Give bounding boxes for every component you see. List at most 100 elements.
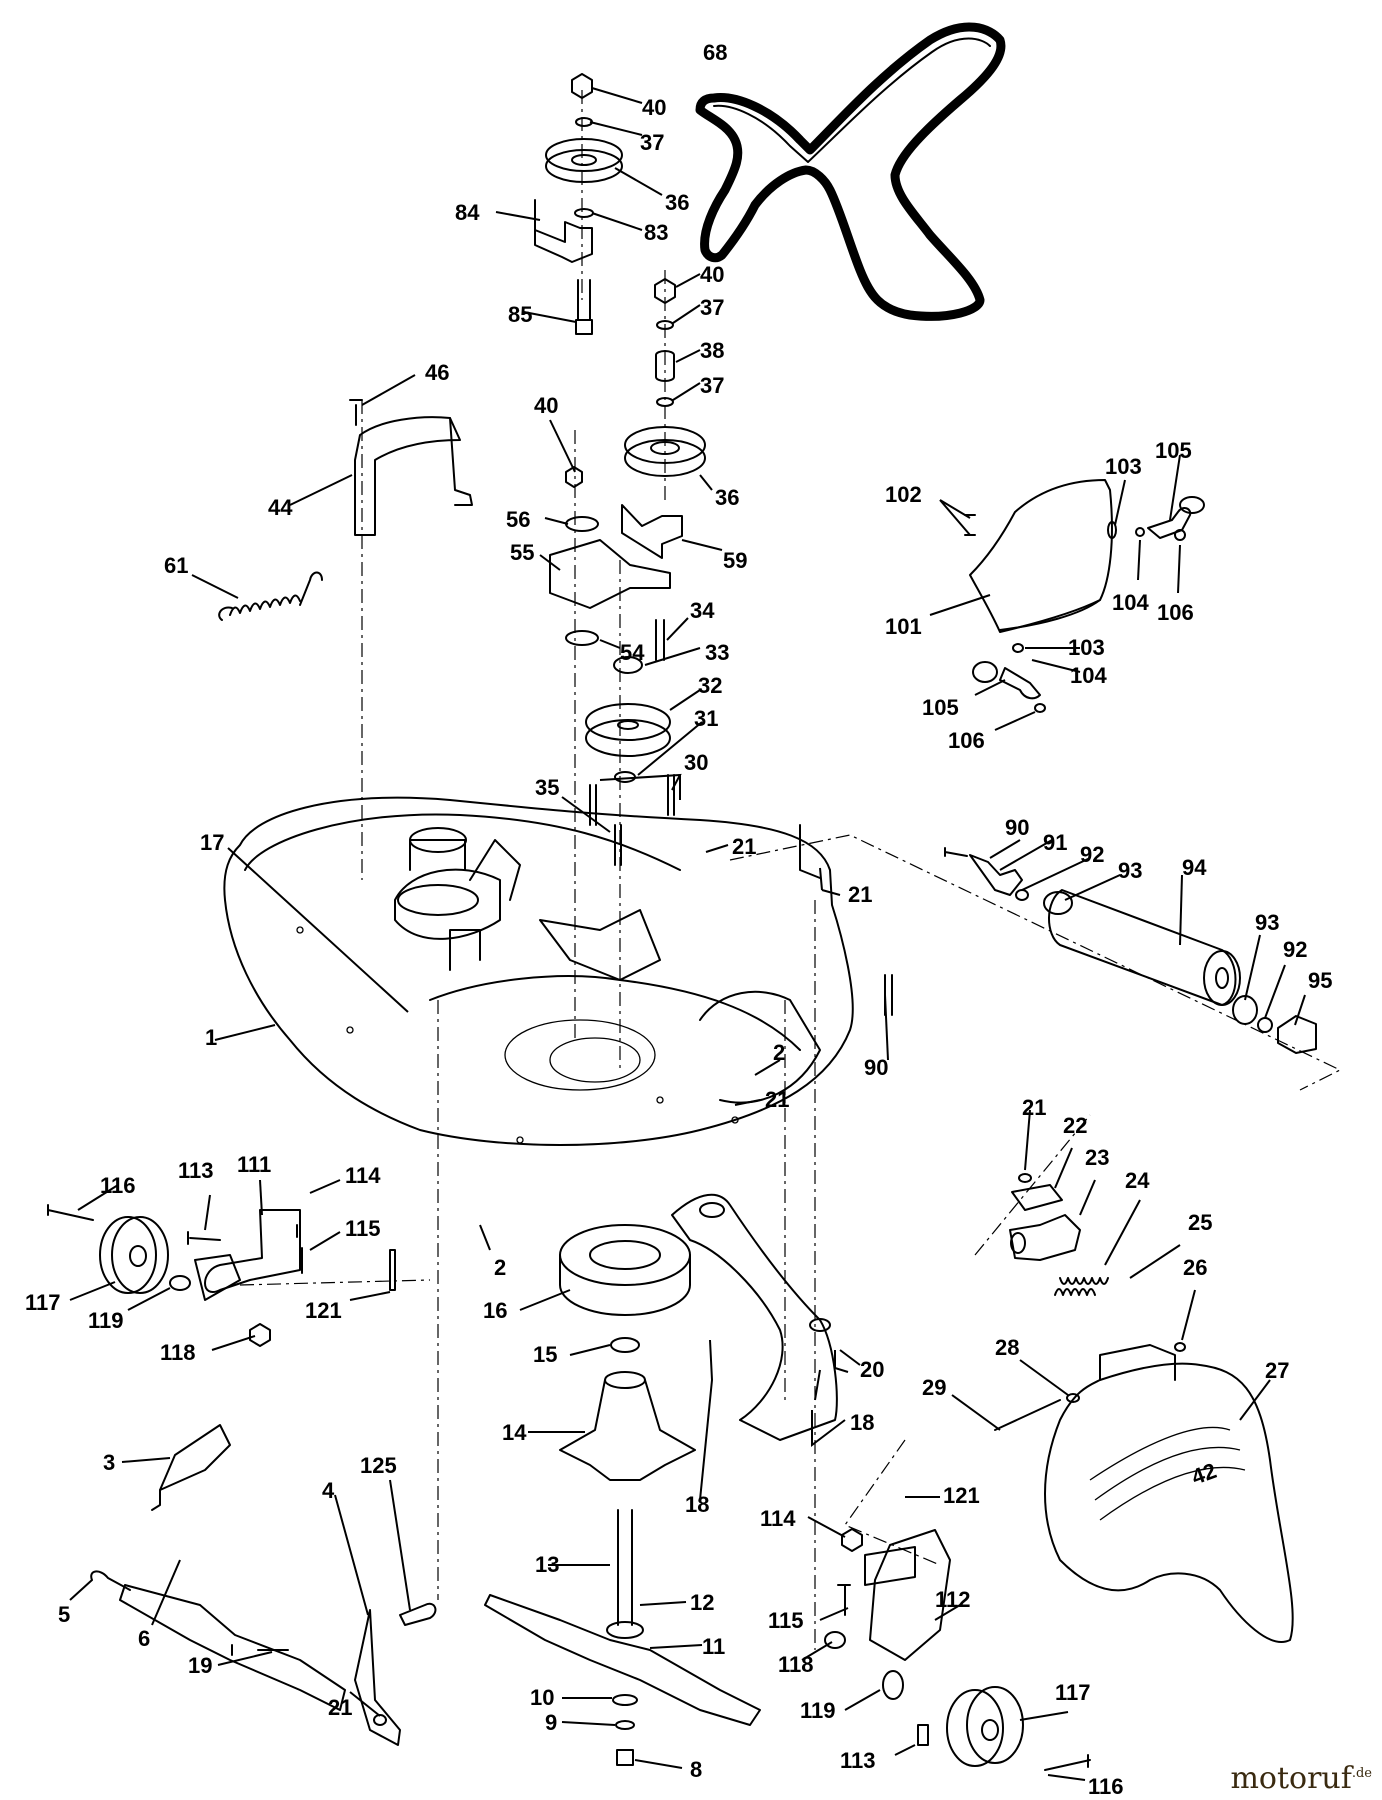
grass-deflector-101	[964, 479, 1205, 713]
idler-pulley-stack-second	[621, 278, 706, 559]
part-label-111: 111	[237, 1152, 271, 1177]
part-label-40: 40	[534, 393, 558, 418]
part-label-6: 6	[138, 1626, 150, 1651]
part-label-17: 17	[200, 830, 224, 855]
part-label-115: 115	[768, 1608, 804, 1633]
part-label-40: 40	[700, 262, 724, 287]
part-label-54: 54	[620, 640, 645, 665]
part-label-23: 23	[1085, 1145, 1109, 1170]
part-label-90: 90	[1005, 815, 1029, 840]
part-label-83: 83	[644, 220, 668, 245]
part-label-91: 91	[1043, 830, 1067, 855]
part-label-25: 25	[1188, 1210, 1212, 1235]
part-label-114: 114	[760, 1506, 796, 1531]
chute-size-badge: 42	[1188, 1458, 1220, 1490]
part-label-27: 27	[1265, 1358, 1289, 1383]
part-label-29: 29	[922, 1375, 946, 1400]
part-label-68: 68	[703, 40, 727, 65]
part-labels: 1 2 2 3 4 5 6 8 9 10 11 12 13 14 15 16 1…	[25, 40, 1332, 1799]
part-label-61: 61	[164, 553, 188, 578]
spring-61	[218, 571, 323, 621]
part-label-4: 4	[322, 1478, 335, 1503]
chute-bracket-assembly	[994, 1173, 1186, 1431]
belt-keeper-20	[671, 1193, 838, 1441]
part-label-117: 117	[1055, 1680, 1091, 1705]
part-label-21: 21	[765, 1087, 789, 1112]
part-label-115: 115	[345, 1216, 381, 1241]
part-label-103: 103	[1068, 635, 1105, 660]
part-label-16: 16	[483, 1298, 507, 1323]
spindle-assembly-14	[484, 1224, 761, 1766]
part-label-5: 5	[58, 1602, 70, 1627]
part-label-102: 102	[885, 482, 922, 507]
part-label-32: 32	[698, 673, 722, 698]
watermark-tld: .de	[1351, 1766, 1372, 1781]
part-label-21: 21	[328, 1695, 352, 1720]
part-label-105: 105	[1155, 438, 1192, 463]
part-label-59: 59	[723, 548, 747, 573]
part-label-55: 55	[510, 540, 534, 565]
part-label-11: 11	[702, 1634, 725, 1659]
part-label-85: 85	[508, 302, 532, 327]
watermark-brand: motoruf	[1230, 1761, 1352, 1796]
part-label-112: 112	[935, 1587, 971, 1612]
part-label-40: 40	[642, 95, 666, 120]
left-gauge-wheel-assembly	[47, 1204, 396, 1347]
part-label-1: 1	[205, 1025, 217, 1050]
idler-bracket-assembly	[549, 466, 671, 661]
part-label-8: 8	[690, 1757, 702, 1782]
part-label-125: 125	[360, 1453, 397, 1478]
part-label-36: 36	[715, 485, 739, 510]
idler-pulley-stack-top	[534, 73, 623, 335]
part-label-46: 46	[425, 360, 449, 385]
part-label-119: 119	[800, 1698, 836, 1723]
part-label-92: 92	[1283, 937, 1307, 962]
part-label-37: 37	[700, 373, 724, 398]
part-label-95: 95	[1308, 968, 1332, 993]
part-label-93: 93	[1255, 910, 1279, 935]
part-label-121: 121	[943, 1483, 980, 1508]
part-label-37: 37	[700, 295, 724, 320]
part-label-105: 105	[922, 695, 959, 720]
part-label-21: 21	[1022, 1095, 1046, 1120]
part-label-113: 113	[840, 1748, 876, 1773]
part-label-118: 118	[160, 1340, 196, 1365]
part-label-35: 35	[535, 775, 559, 800]
lift-linkage-left	[90, 1424, 437, 1746]
part-label-36: 36	[665, 190, 689, 215]
mower-deck-1	[223, 796, 854, 1146]
part-label-113: 113	[178, 1158, 214, 1183]
part-label-116: 116	[1088, 1774, 1124, 1799]
part-label-56: 56	[506, 507, 530, 532]
part-label-19: 19	[188, 1653, 212, 1678]
part-label-34: 34	[690, 598, 715, 623]
part-label-21: 21	[732, 834, 756, 859]
part-label-106: 106	[948, 728, 985, 753]
part-label-103: 103	[1105, 454, 1142, 479]
part-label-15: 15	[533, 1342, 557, 1367]
part-label-30: 30	[684, 750, 708, 775]
part-label-90: 90	[864, 1055, 888, 1080]
part-label-2: 2	[773, 1040, 785, 1065]
part-label-9: 9	[545, 1710, 557, 1735]
part-label-18: 18	[850, 1410, 874, 1435]
part-label-22: 22	[1063, 1113, 1087, 1138]
part-label-18: 18	[685, 1492, 709, 1517]
part-label-104: 104	[1112, 590, 1149, 615]
part-label-12: 12	[690, 1590, 714, 1615]
part-label-119: 119	[88, 1308, 124, 1333]
drive-belt-68	[695, 22, 1006, 321]
part-label-31: 31	[694, 706, 718, 731]
part-label-93: 93	[1118, 858, 1142, 883]
part-label-21: 21	[848, 882, 872, 907]
part-label-92: 92	[1080, 842, 1104, 867]
part-label-26: 26	[1183, 1255, 1207, 1280]
part-label-28: 28	[995, 1335, 1019, 1360]
discharge-chute-27: 42	[1044, 1344, 1294, 1643]
leader-lines	[69, 87, 1306, 1781]
part-label-20: 20	[860, 1357, 884, 1382]
watermark-logo: motoruf.de	[1230, 1761, 1372, 1796]
part-label-118: 118	[778, 1652, 814, 1677]
right-gauge-wheel-assembly	[824, 1528, 1091, 1771]
